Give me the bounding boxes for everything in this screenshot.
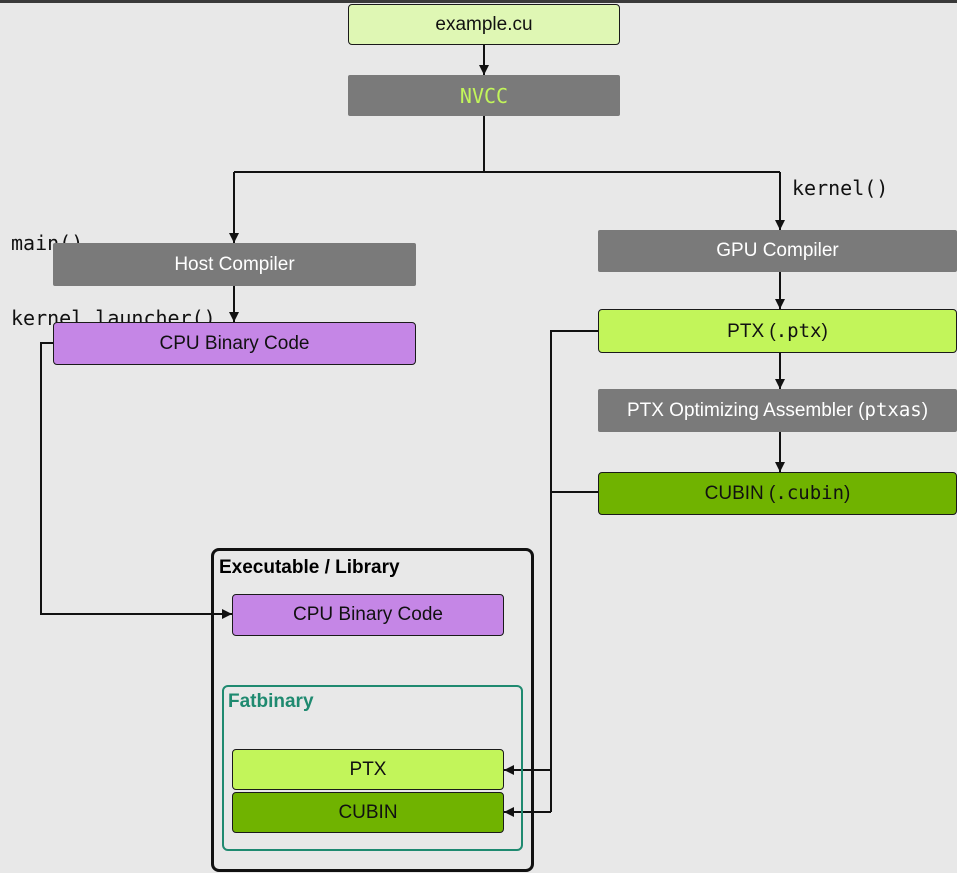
device-functions-label: kernel(): [792, 176, 889, 200]
nvcc-label: NVCC: [459, 83, 509, 108]
arrow-cubin-to-fat: [504, 491, 598, 812]
host-compiler-box: Host Compiler: [53, 243, 416, 286]
source-file-box: example.cu: [348, 4, 620, 45]
executable-title: Executable / Library: [219, 557, 400, 578]
arrow-cpu-to-exec: [40, 342, 232, 619]
exec-cpu-binary-label: CPU Binary Code: [293, 604, 443, 625]
cpu-binary-box: CPU Binary Code: [53, 322, 416, 365]
gpu-compiler-box: GPU Compiler: [598, 230, 957, 272]
cubin-label: CUBIN (.cubin): [704, 482, 851, 504]
fatbinary-container: [222, 685, 523, 851]
cubin-box: CUBIN (.cubin): [598, 472, 957, 515]
gpu-compiler-label: GPU Compiler: [716, 240, 839, 261]
assembler-label: PTX Optimizing Assembler (ptxas): [626, 399, 929, 421]
ptx-box: PTX (.ptx): [598, 309, 957, 353]
source-file-label: example.cu: [435, 13, 533, 35]
fatbinary-title: Fatbinary: [228, 691, 314, 712]
cpu-binary-label: CPU Binary Code: [159, 332, 310, 354]
ptx-label: PTX (.ptx): [727, 319, 828, 342]
assembler-box: PTX Optimizing Assembler (ptxas): [598, 389, 957, 432]
executable-container: [211, 548, 534, 872]
top-bar: [0, 0, 957, 3]
fat-ptx-box: PTX: [232, 749, 504, 790]
host-compiler-label: Host Compiler: [174, 253, 295, 275]
exec-cpu-binary-box: CPU Binary Code: [232, 594, 504, 636]
nvcc-box: NVCC: [348, 75, 620, 116]
fat-cubin-label: CUBIN: [338, 801, 398, 823]
fat-cubin-box: CUBIN: [232, 792, 504, 833]
line-nvcc-split: [234, 116, 485, 173]
fat-ptx-label: PTX: [349, 758, 387, 780]
